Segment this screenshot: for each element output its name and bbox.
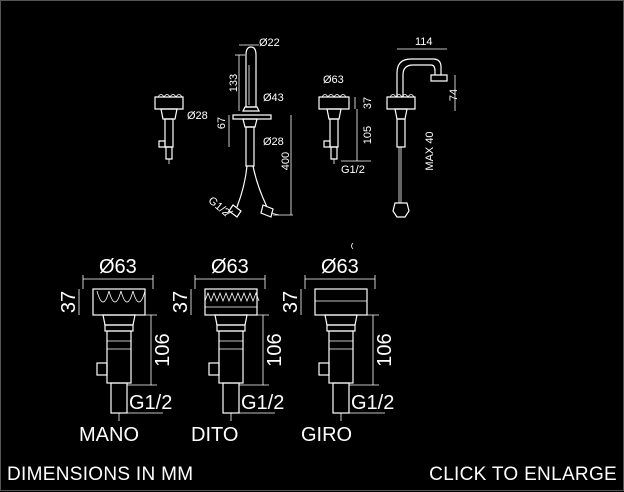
handle-dia-label: Ø63 xyxy=(211,256,249,278)
spout-conn-label: G1/2 xyxy=(206,195,232,220)
top-spout: Ø22 Ø43 Ø28 G1/2 133 67 400 xyxy=(206,37,293,219)
handle-variants: Ø6337106G1/2MANOØ6337106G1/2DITOØ6337106… xyxy=(58,256,396,446)
spout-mid-dia-label: Ø43 xyxy=(263,92,284,104)
top-right-handle: Ø63 37 105 G1/2 xyxy=(318,74,374,176)
handle-name-label: GIRO xyxy=(301,424,352,446)
handle-name-label: DITO xyxy=(191,424,238,446)
handle-dia-label: Ø63 xyxy=(321,256,359,278)
handle-name-label: MANO xyxy=(79,424,139,446)
top-right-conn-label: G1/2 xyxy=(341,164,365,176)
top-left-dia-label: Ø28 xyxy=(187,110,208,122)
spout-top-dia-label: Ø22 xyxy=(259,37,280,49)
handle-height-label: 37 xyxy=(170,291,192,313)
handle-height-label: 37 xyxy=(58,291,80,313)
bidet-max-label: MAX 40 xyxy=(424,131,436,170)
top-right-height-label: 37 xyxy=(362,97,374,109)
spout-base-label: 67 xyxy=(216,117,228,129)
handle-height-label: 37 xyxy=(280,291,302,313)
handle-conn-label: G1/2 xyxy=(351,392,394,414)
top-right-dia-label: Ø63 xyxy=(323,74,344,86)
handle-body-label: 106 xyxy=(374,333,396,366)
bidet-reach-label: 114 xyxy=(415,36,433,48)
handle-dia-label: Ø63 xyxy=(99,256,137,278)
handle-body-label: 106 xyxy=(264,333,286,366)
handle-conn-label: G1/2 xyxy=(129,392,172,414)
handle-conn-label: G1/2 xyxy=(241,392,284,414)
top-left-handle: Ø28 xyxy=(154,94,208,164)
top-bidet-spout: 114 74 MAX 40 xyxy=(351,36,460,250)
bidet-height-label: 74 xyxy=(448,89,460,101)
click-to-enlarge-link[interactable]: CLICK TO ENLARGE xyxy=(429,464,617,485)
spout-length-label: 400 xyxy=(280,152,292,170)
handle-body-label: 106 xyxy=(152,333,174,366)
top-right-body-label: 105 xyxy=(362,126,374,144)
spout-shank-dia-label: Ø28 xyxy=(263,136,284,148)
dimensions-note: DIMENSIONS IN MM xyxy=(7,464,194,485)
spout-height-label: 133 xyxy=(228,74,240,92)
